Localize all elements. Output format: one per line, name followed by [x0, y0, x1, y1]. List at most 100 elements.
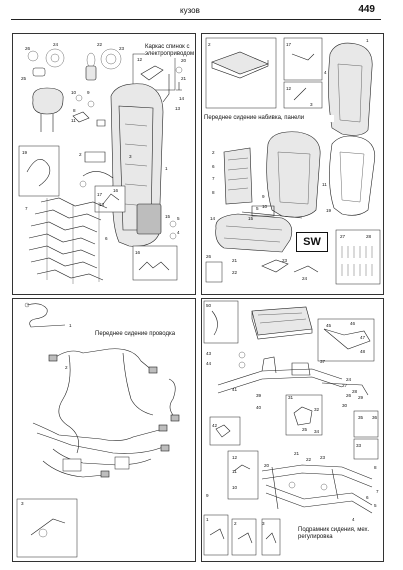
svg-text:18: 18: [99, 202, 105, 207]
svg-text:3: 3: [129, 154, 132, 159]
svg-text:11: 11: [322, 182, 327, 187]
svg-text:1: 1: [69, 323, 72, 328]
headrest-icon: [32, 87, 64, 115]
svg-text:27: 27: [340, 234, 346, 239]
grommet-icon: [27, 50, 39, 62]
svg-text:45: 45: [326, 323, 332, 328]
svg-text:32: 32: [314, 407, 320, 412]
svg-text:31: 31: [288, 395, 294, 400]
svg-text:40: 40: [256, 405, 262, 410]
heat-pad-icon: [223, 147, 253, 205]
svg-text:17: 17: [286, 42, 292, 47]
svg-text:3: 3: [262, 521, 265, 526]
svg-text:24: 24: [346, 377, 352, 382]
svg-text:1: 1: [165, 166, 168, 171]
svg-text:5: 5: [256, 206, 259, 211]
svg-text:12: 12: [232, 455, 238, 460]
svg-text:46: 46: [350, 321, 356, 326]
page-header: кузов 449: [0, 0, 403, 22]
svg-text:4: 4: [324, 70, 327, 75]
svg-text:22: 22: [97, 42, 103, 47]
caption-frame: Подрамник сидения, мех. регулировка: [298, 527, 382, 541]
svg-text:4: 4: [177, 230, 180, 235]
svg-text:8: 8: [374, 465, 377, 470]
svg-text:21: 21: [232, 258, 238, 263]
bolt-icon: [176, 82, 182, 91]
svg-text:25: 25: [302, 427, 308, 432]
svg-text:9: 9: [206, 493, 209, 498]
svg-text:3: 3: [21, 501, 24, 506]
svg-text:24: 24: [53, 42, 59, 47]
svg-text:8: 8: [212, 190, 215, 195]
svg-text:26: 26: [25, 46, 31, 51]
svg-text:6: 6: [212, 164, 215, 169]
svg-text:47: 47: [360, 335, 366, 340]
svg-text:29: 29: [358, 395, 364, 400]
svg-text:39: 39: [256, 393, 262, 398]
header-rule: [11, 19, 381, 20]
svg-text:5: 5: [374, 503, 377, 508]
wiring-diagram: 123: [16, 302, 180, 558]
seat-cushion-icon: [215, 213, 293, 253]
svg-text:3: 3: [310, 102, 313, 107]
svg-text:20: 20: [181, 58, 187, 63]
spring-mat-icon: [28, 197, 108, 284]
svg-text:35: 35: [358, 415, 364, 420]
svg-text:25: 25: [21, 76, 27, 81]
svg-text:48: 48: [360, 349, 366, 354]
svg-text:41: 41: [232, 387, 238, 392]
svg-text:12: 12: [137, 57, 143, 62]
wiring-harness-icon: [32, 348, 180, 478]
svg-text:21: 21: [181, 76, 187, 81]
svg-text:19: 19: [22, 150, 28, 155]
svg-text:1: 1: [366, 38, 369, 43]
svg-text:50: 50: [206, 303, 212, 308]
svg-text:14: 14: [179, 96, 185, 101]
svg-text:10: 10: [71, 90, 77, 95]
svg-text:2: 2: [208, 42, 211, 47]
svg-text:24: 24: [302, 276, 308, 281]
svg-text:5: 5: [177, 216, 180, 221]
svg-text:6: 6: [105, 236, 108, 241]
connector-icon: [30, 518, 66, 536]
svg-text:1: 1: [206, 517, 209, 522]
svg-text:27: 27: [342, 383, 348, 388]
svg-text:14: 14: [210, 216, 216, 221]
svg-text:10: 10: [262, 204, 268, 209]
svg-text:11: 11: [232, 469, 237, 474]
caption-backrest: Каркас спинок с электроприводом: [145, 44, 195, 58]
svg-text:8: 8: [73, 108, 76, 113]
svg-text:13: 13: [175, 106, 181, 111]
section-title: кузов: [180, 6, 200, 15]
callout-numbers: 123: [21, 323, 72, 506]
svg-text:44: 44: [206, 361, 212, 366]
svg-text:4: 4: [352, 517, 355, 522]
svg-text:26: 26: [206, 254, 212, 259]
svg-text:2: 2: [234, 521, 237, 526]
svg-text:26: 26: [346, 393, 352, 398]
svg-text:10: 10: [232, 485, 238, 490]
svg-text:15: 15: [248, 216, 254, 221]
svg-text:2: 2: [79, 152, 82, 157]
svg-text:20: 20: [264, 463, 270, 468]
motor-icon: [85, 65, 97, 81]
svg-text:19: 19: [326, 208, 332, 213]
svg-text:36: 36: [372, 415, 378, 420]
caption-trim: Переднее сидение набивка, панели: [204, 115, 334, 122]
caption-wiring: Переднее сидение проводка: [95, 331, 191, 338]
svg-text:16: 16: [113, 188, 119, 193]
svg-text:9: 9: [262, 194, 265, 199]
svg-text:22: 22: [306, 457, 312, 462]
svg-text:42: 42: [212, 423, 218, 428]
seat-rail-icon: [217, 356, 369, 396]
svg-text:30: 30: [342, 403, 348, 408]
sw-label: SW: [296, 232, 328, 252]
svg-text:9: 9: [87, 90, 90, 95]
